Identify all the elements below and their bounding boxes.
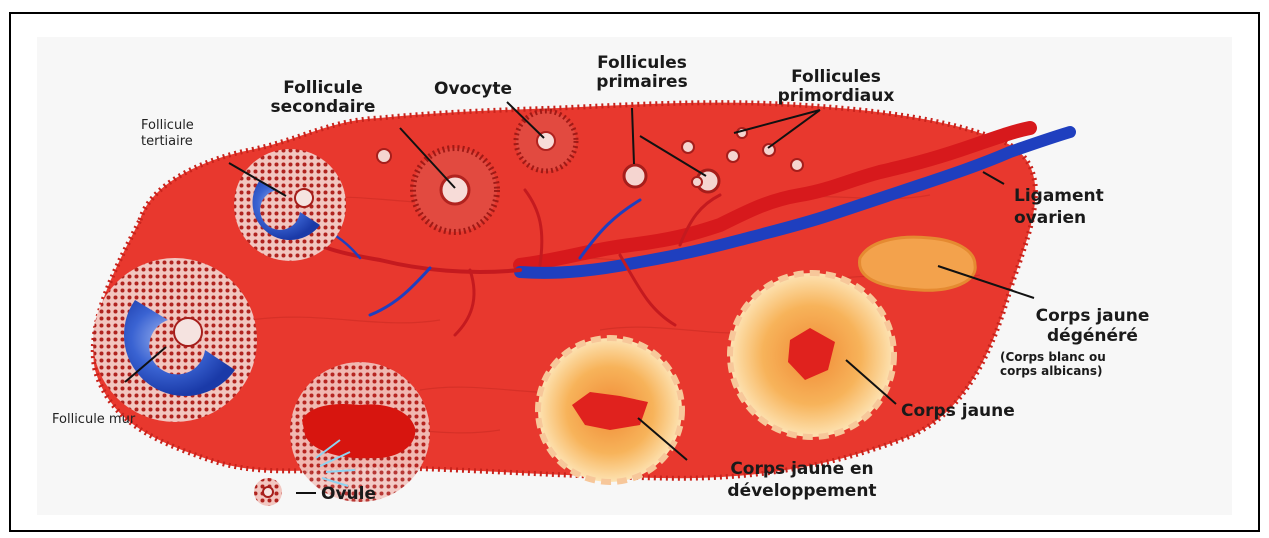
label-corps-jaune-degenere: Corps jaune dégénéré	[1005, 306, 1180, 346]
corpus-luteum-developing	[538, 338, 682, 482]
label-corps-jaune-developpement: Corps jaune en développement	[682, 458, 922, 502]
label-follicule-secondaire-text: Follicule secondaire	[236, 79, 410, 117]
label-follicules-primordiaux: Follicules primordiaux	[746, 68, 926, 106]
corpus-luteum-degenerate	[860, 237, 976, 290]
label-corps-jaune: Corps jaune	[901, 402, 1015, 421]
label-ovocyte: Ovocyte	[434, 80, 512, 99]
label-follicules-primaires: Follicules primaires	[567, 54, 717, 92]
label-corps-blanc: (Corps blanc ou corps albicans)	[1000, 350, 1188, 378]
follicle-mature	[93, 258, 257, 422]
corpus-luteum	[730, 273, 894, 437]
label-follicule-mur: Follicule mur	[52, 412, 135, 428]
label-ligament-ovarien: Ligament ovarien	[1014, 185, 1104, 229]
label-follicule-secondaire: Follicule secondaire	[236, 79, 410, 117]
follicle-tertiary	[234, 149, 346, 261]
ruptured-follicle	[290, 362, 430, 502]
label-ovule: Ovule	[321, 485, 376, 504]
label-follicule-tertiaire: Follicule tertiaire	[141, 118, 194, 150]
follicle-secondary	[413, 148, 497, 232]
